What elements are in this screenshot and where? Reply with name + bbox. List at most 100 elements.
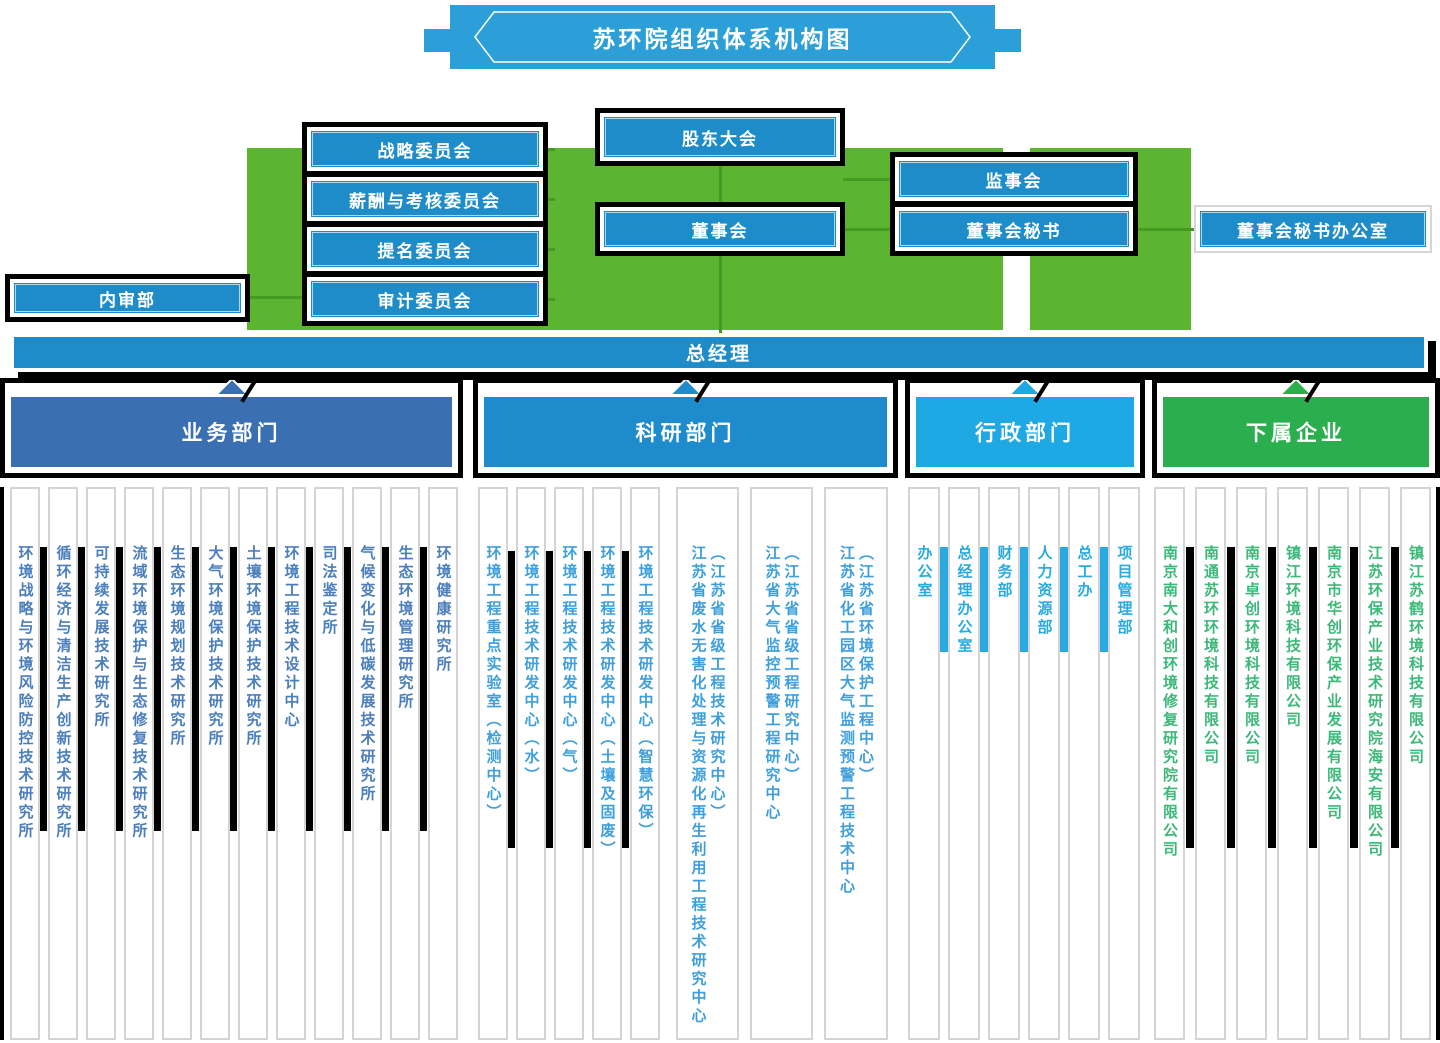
unit-label: 可持续发展技术研究所 xyxy=(92,545,110,730)
unit-label: 项目管理部 xyxy=(1115,545,1133,638)
unit-label: 环境健康研究所 xyxy=(434,545,452,675)
unit-column-research-1: 环境工程重点实验室（检测中心） xyxy=(478,487,508,1040)
unit-label-line: 江苏省大气监控预警工程研究中心 xyxy=(763,545,781,823)
unit-column-subsidiaries-3: 南京卓创环境科技有限公司 xyxy=(1236,487,1267,1040)
unit-column-research-4: 环境工程技术研发中心（土壤及固废） xyxy=(592,487,622,1040)
unit-label: 气候变化与低碳发展技术研究所 xyxy=(358,545,376,804)
general-manager-bar: 总经理 xyxy=(10,333,1428,372)
banner-chevron-border xyxy=(474,11,971,63)
callout-pointer-icon xyxy=(215,379,248,395)
unit-label-line: （江苏省环境保护工程中心） xyxy=(857,545,874,786)
unit-column-admin-4: 人力资源部 xyxy=(1028,487,1060,1040)
unit-column-business-4: 流域环境保护与生态修复技术研究所 xyxy=(124,487,154,1040)
callout-pointer-icon xyxy=(1009,379,1041,395)
unit-label: 镇江环境科技有限公司 xyxy=(1284,545,1301,730)
column-shadow-bar xyxy=(78,547,85,831)
connector-line xyxy=(245,296,307,299)
connector-line xyxy=(843,228,893,231)
title-banner: 苏环院组织体系机构图 xyxy=(450,5,995,69)
unit-column-subsidiaries-1: 南京南大和创环境修复研究院有限公司 xyxy=(1154,487,1185,1040)
column-shadow-bar xyxy=(1309,547,1317,848)
unit-label: 镇江苏鹤环境科技有限公司 xyxy=(1407,545,1424,767)
column-shadow-bar xyxy=(1350,547,1358,848)
unit-column-business-2: 循环经济与清洁生产创新技术研究所 xyxy=(48,487,78,1040)
column-shadow-bar xyxy=(230,547,237,831)
unit-column-business-6: 大气环境保护技术研究所 xyxy=(200,487,230,1040)
connector-line xyxy=(543,248,555,251)
unit-column-admin-2: 总经理办公室 xyxy=(948,487,980,1040)
unit-label: 办公室 xyxy=(915,545,933,601)
column-shadow-bar xyxy=(584,551,591,848)
unit-column-admin-5: 总工办 xyxy=(1068,487,1100,1040)
unit-column-research-2: 环境工程技术研发中心（水） xyxy=(516,487,546,1040)
unit-label: （江苏省省级工程研究中心）江苏省大气监控预警工程研究中心 xyxy=(763,545,801,823)
connector-line xyxy=(543,148,555,151)
box-label: 总经理 xyxy=(685,344,752,365)
unit-label: 生态环境规划技术研究所 xyxy=(168,545,186,749)
unit-label: 总工办 xyxy=(1075,545,1093,601)
supervisory-board-box: 监事会 xyxy=(890,152,1138,206)
unit-label: 司法鉴定所 xyxy=(320,545,338,638)
column-shadow-bar xyxy=(622,551,629,848)
dept-label: 业务部门 xyxy=(11,397,452,467)
column-shadow-bar xyxy=(1020,547,1028,652)
unit-column-subsidiaries-2: 南通苏环环境科技有限公司 xyxy=(1195,487,1226,1040)
dept-subsidiaries-header: 下属企业 xyxy=(1152,375,1440,478)
unit-label-line: （江苏省省级工程研究中心） xyxy=(782,545,800,786)
box-label: 提名委员会 xyxy=(377,241,473,261)
compensation-committee-box: 薪酬与考核委员会 xyxy=(302,172,548,226)
banner-right-tab xyxy=(994,29,1021,52)
box-label: 董事会秘书 xyxy=(966,221,1062,241)
unit-column-research-7: （江苏省省级工程研究中心）江苏省大气监控预警工程研究中心 xyxy=(750,487,813,1040)
unit-column-business-1: 环境战略与环境风险防控技术研究所 xyxy=(10,487,40,1040)
page-title: 苏环院组织体系机构图 xyxy=(592,26,853,52)
dept-label: 科研部门 xyxy=(484,397,887,467)
connector-line xyxy=(843,178,893,181)
unit-label-line: 江苏省化工园区大气监测预警工程技术中心 xyxy=(838,545,855,897)
unit-column-business-11: 生态环境管理研究所 xyxy=(390,487,420,1040)
column-shadow-bar xyxy=(1268,547,1276,848)
box-label: 董事会 xyxy=(691,221,749,241)
audit-committee-box: 审计委员会 xyxy=(302,272,548,326)
column-field-right-edge xyxy=(1436,487,1440,1040)
column-shadow-bar xyxy=(1186,547,1194,848)
board-of-directors-box: 董事会 xyxy=(595,202,845,256)
unit-column-subsidiaries-6: 江苏环保产业技术研究院海安有限公司 xyxy=(1359,487,1390,1040)
unit-label-line: （江苏省省级工程技术研究中心） xyxy=(708,545,726,823)
connector-line xyxy=(719,161,722,207)
column-shadow-bar xyxy=(1060,547,1068,652)
unit-label: 环境工程重点实验室（检测中心） xyxy=(484,545,502,823)
unit-column-research-3: 环境工程技术研发中心（气） xyxy=(554,487,584,1040)
unit-column-research-5: 环境工程技术研发中心（智慧环保） xyxy=(630,487,660,1040)
column-shadow-bar xyxy=(420,547,427,831)
unit-column-research-8: （江苏省环境保护工程中心）江苏省化工园区大气监测预警工程技术中心 xyxy=(824,487,888,1040)
unit-column-admin-6: 项目管理部 xyxy=(1108,487,1140,1040)
board-secretary-office-box: 董事会秘书办公室 xyxy=(1194,205,1432,253)
unit-column-research-6: （江苏省省级工程技术研究中心）江苏省废水无害化处理与资源化再生利用工程技术研究中… xyxy=(676,487,739,1040)
column-shadow-bar xyxy=(154,547,161,831)
box-label: 董事会秘书办公室 xyxy=(1237,221,1389,241)
unit-column-business-9: 司法鉴定所 xyxy=(314,487,344,1040)
unit-label: （江苏省环境保护工程中心）江苏省化工园区大气监测预警工程技术中心 xyxy=(837,545,875,897)
connector-line xyxy=(1135,228,1196,231)
column-shadow-bar xyxy=(192,547,199,831)
shareholders-meeting-box: 股东大会 xyxy=(595,108,845,166)
unit-label: 总经理办公室 xyxy=(955,545,973,656)
box-label: 内审部 xyxy=(99,290,156,310)
unit-label: 生态环境管理研究所 xyxy=(396,545,414,712)
box-label: 监事会 xyxy=(985,171,1043,191)
unit-column-business-12: 环境健康研究所 xyxy=(428,487,458,1040)
unit-label: 环境战略与环境风险防控技术研究所 xyxy=(16,545,34,841)
column-shadow-bar xyxy=(268,547,275,831)
unit-column-business-3: 可持续发展技术研究所 xyxy=(86,487,116,1040)
unit-column-admin-1: 办公室 xyxy=(908,487,940,1040)
unit-label-line: 江苏省废水无害化处理与资源化再生利用工程技术研究中心 xyxy=(689,545,707,1026)
dept-label: 下属企业 xyxy=(1163,397,1429,467)
unit-label: 大气环境保护技术研究所 xyxy=(206,545,224,749)
unit-column-business-5: 生态环境规划技术研究所 xyxy=(162,487,192,1040)
unit-label: 环境工程技术设计中心 xyxy=(282,545,300,730)
unit-label: 南京卓创环境科技有限公司 xyxy=(1243,545,1260,767)
box-label: 战略委员会 xyxy=(377,141,473,161)
unit-column-subsidiaries-4: 镇江环境科技有限公司 xyxy=(1277,487,1308,1040)
